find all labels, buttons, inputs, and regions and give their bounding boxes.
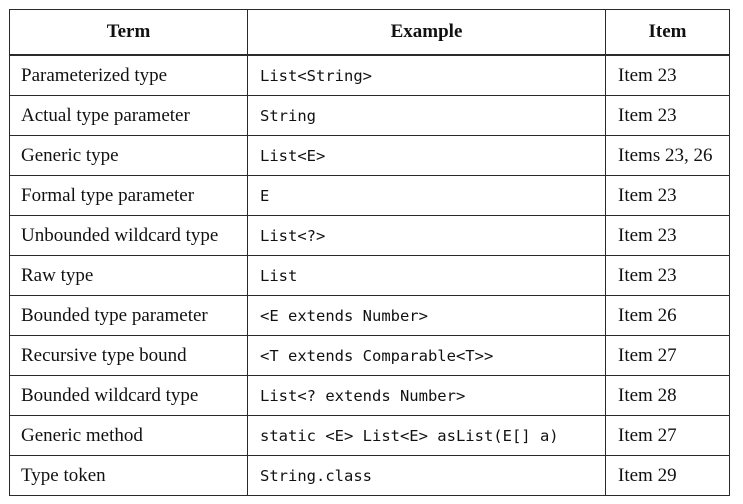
item-cell: Item 26	[605, 295, 730, 336]
header-term: Term	[9, 9, 248, 56]
table-body: Parameterized type List<String> Item 23 …	[9, 54, 730, 496]
item-cell: Item 27	[605, 335, 730, 376]
term-cell: Actual type parameter	[9, 95, 248, 136]
term-cell: Bounded type parameter	[9, 295, 248, 336]
term-cell: Formal type parameter	[9, 175, 248, 216]
table-row: Raw type List Item 23	[9, 255, 730, 296]
item-cell: Item 29	[605, 455, 730, 496]
generics-terms-table: Term Example Item Parameterized type Lis…	[9, 9, 730, 496]
table-row: Formal type parameter E Item 23	[9, 175, 730, 216]
example-cell: List	[247, 255, 606, 296]
table-row: Actual type parameter String Item 23	[9, 95, 730, 136]
item-cell: Items 23, 26	[605, 135, 730, 176]
table-row: Unbounded wildcard type List<?> Item 23	[9, 215, 730, 256]
example-cell: List<E>	[247, 135, 606, 176]
table-row: Parameterized type List<String> Item 23	[9, 54, 730, 96]
table-row: Bounded wildcard type List<? extends Num…	[9, 375, 730, 416]
item-cell: Item 23	[605, 255, 730, 296]
table-row: Generic method static <E> List<E> asList…	[9, 415, 730, 456]
item-cell: Item 28	[605, 375, 730, 416]
example-cell: <E extends Number>	[247, 295, 606, 336]
table-row: Type token String.class Item 29	[9, 455, 730, 496]
example-cell: static <E> List<E> asList(E[] a)	[247, 415, 606, 456]
example-cell: String.class	[247, 455, 606, 496]
term-cell: Parameterized type	[9, 54, 248, 96]
item-cell: Item 23	[605, 215, 730, 256]
item-cell: Item 23	[605, 95, 730, 136]
item-cell: Item 23	[605, 175, 730, 216]
term-cell: Recursive type bound	[9, 335, 248, 376]
term-cell: Raw type	[9, 255, 248, 296]
term-cell: Generic type	[9, 135, 248, 176]
example-cell: <T extends Comparable<T>>	[247, 335, 606, 376]
example-cell: E	[247, 175, 606, 216]
term-cell: Unbounded wildcard type	[9, 215, 248, 256]
example-cell: List<?>	[247, 215, 606, 256]
example-cell: String	[247, 95, 606, 136]
table-row: Generic type List<E> Items 23, 26	[9, 135, 730, 176]
header-example: Example	[247, 9, 606, 56]
example-cell: List<? extends Number>	[247, 375, 606, 416]
table-header: Term Example Item	[9, 9, 730, 56]
item-cell: Item 27	[605, 415, 730, 456]
header-row: Term Example Item	[9, 9, 730, 56]
table-row: Recursive type bound <T extends Comparab…	[9, 335, 730, 376]
table-row: Bounded type parameter <E extends Number…	[9, 295, 730, 336]
header-item: Item	[605, 9, 730, 56]
example-cell: List<String>	[247, 54, 606, 96]
term-cell: Bounded wildcard type	[9, 375, 248, 416]
term-cell: Type token	[9, 455, 248, 496]
term-cell: Generic method	[9, 415, 248, 456]
item-cell: Item 23	[605, 54, 730, 96]
